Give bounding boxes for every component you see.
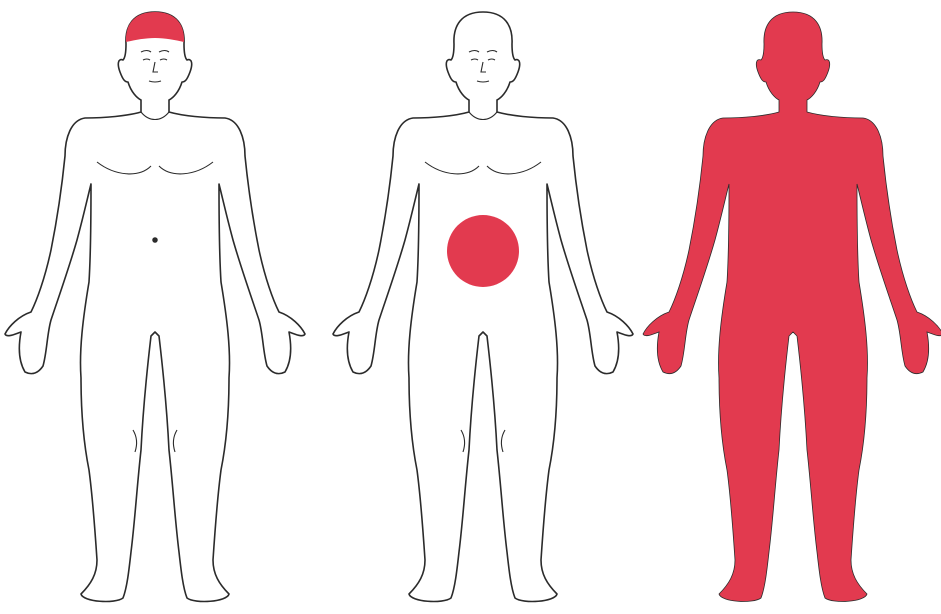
head-highlight-region xyxy=(126,12,184,42)
figure-head-highlight xyxy=(5,12,305,601)
abdomen-highlight-region xyxy=(447,215,519,287)
figure-full-body-highlight xyxy=(643,12,941,601)
body-outline xyxy=(333,12,633,601)
figure-abdomen-highlight xyxy=(333,12,633,601)
full-body-highlight-region xyxy=(643,12,941,601)
body-outline xyxy=(5,12,305,601)
